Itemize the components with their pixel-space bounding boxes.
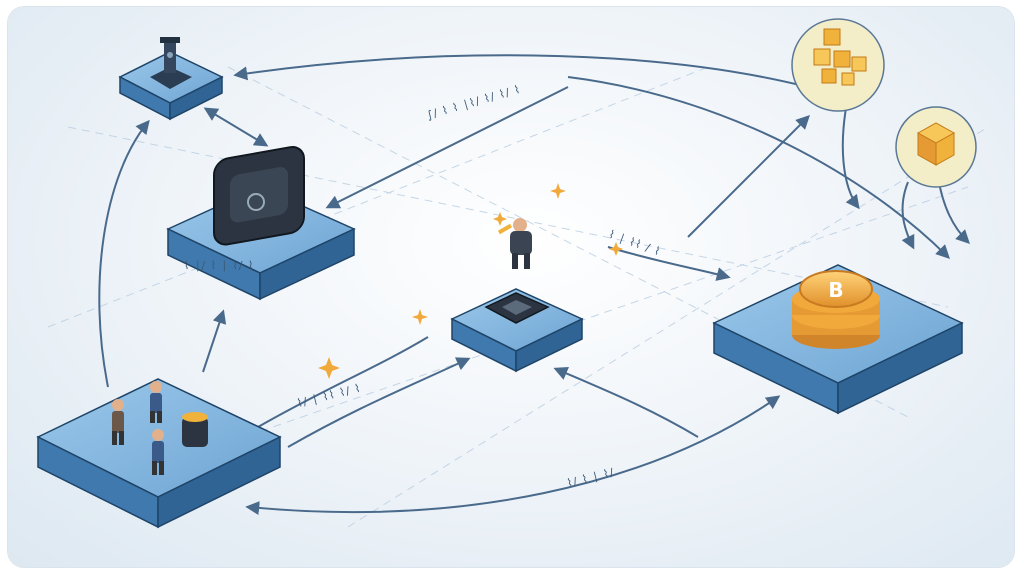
arrow-top-to-right <box>567 76 950 259</box>
cube-icon <box>916 122 956 166</box>
arrow-users-center-2 <box>257 336 429 428</box>
arrow-bottom-loop <box>245 395 781 516</box>
isometric-network-diagram: ⌇ ∣∕ ⌇ ∣ ⌇∕ ⌇ <box>36 18 989 529</box>
arrow-cube-single-loop <box>901 181 915 250</box>
terminal-screen-icon <box>213 146 305 246</box>
diagram-card: ⌇ ∣∕ ⌇ ∣ ⌇∕ ⌇ <box>8 7 1014 567</box>
node-cube-single <box>895 106 977 188</box>
arrow-device-terminal <box>203 107 269 147</box>
arrow-cube-cluster-down <box>841 96 860 210</box>
node-center-platform <box>450 218 584 373</box>
scribble-labels: ∫∕ ⌇ ⌇ ∣⌇∕ ⌇∕ ⌇∕ ⌇ ⌇∕ ∣ ⌇⌇ ⌇∕ ⌇ ⌇∕ ⌇ ∣ ⌇… <box>296 83 663 490</box>
arrow-top-loop <box>233 54 809 88</box>
storage-drum-icon <box>182 412 208 447</box>
device-tower-icon <box>160 37 180 73</box>
cube-cluster-icon <box>813 28 867 86</box>
arrow-center-right-up <box>687 115 810 238</box>
scribble-label: ⌇∕ ∣ ⌇⌇ ⌇∕ ⌇ <box>296 381 363 410</box>
arrow-users-terminal <box>202 309 227 373</box>
scribble-label: ∫∕ ⌇ ⌇ ∣⌇∕ ⌇∕ ⌇∕ ⌇ <box>425 83 522 122</box>
arrow-terminal-mid <box>325 86 569 209</box>
scribble-label: ⌇∕ ⌇ ∣ ⌇∕ <box>566 466 616 490</box>
node-cube-cluster <box>791 18 885 112</box>
node-terminal-platform: ⌇ ∣∕ ⌇ ∣ ⌇∕ ⌇ <box>166 146 356 301</box>
user-person-icon <box>152 429 164 475</box>
arrow-users-up <box>98 119 150 388</box>
connection-arrows <box>98 54 970 516</box>
user-person-icon <box>150 381 162 423</box>
node-users-platform <box>36 378 282 529</box>
chip-icon <box>484 292 550 324</box>
user-person-icon <box>112 399 124 445</box>
sparkles <box>318 183 623 379</box>
coin-symbol: B <box>828 278 843 302</box>
node-device-platform <box>118 37 224 121</box>
node-coin-platform: B <box>712 264 964 415</box>
arrow-coin-center <box>553 366 699 438</box>
coin-stack-icon: B <box>792 270 880 349</box>
terminal-label: ⌇ ∣∕ ⌇ ∣ ⌇∕ ⌇ <box>184 259 254 272</box>
person-with-tool-icon <box>497 218 532 269</box>
arrow-center-coin <box>607 246 731 281</box>
